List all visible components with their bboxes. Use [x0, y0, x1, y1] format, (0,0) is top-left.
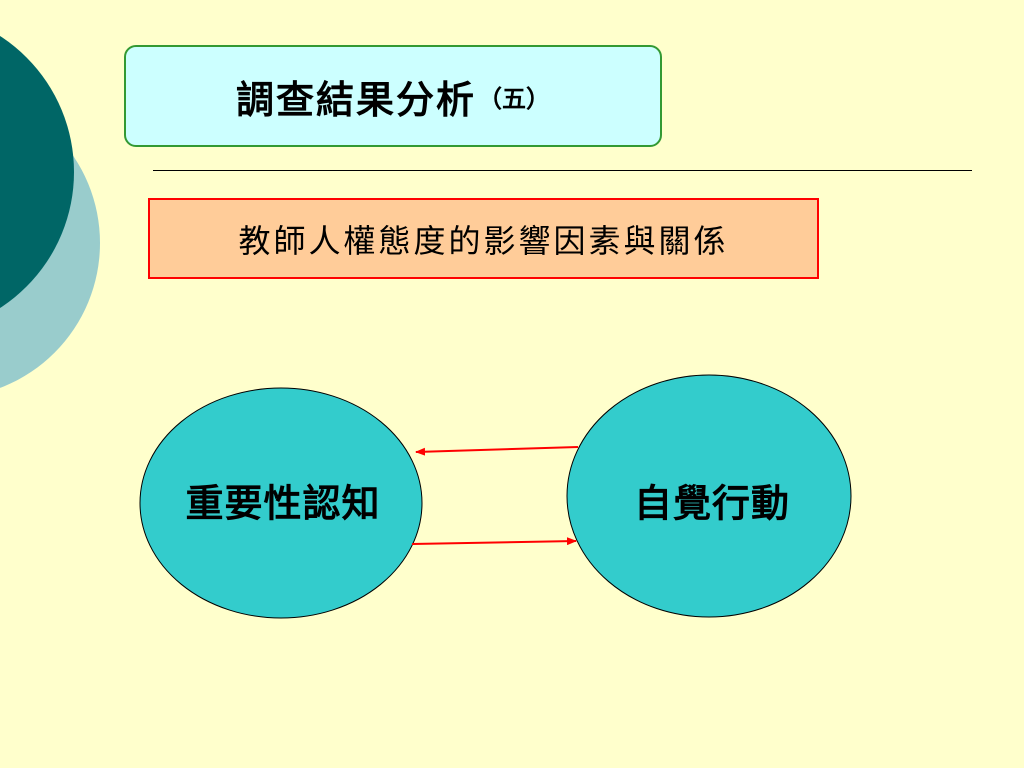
arrow-action-to-cognition	[415, 446, 579, 456]
title-box: 調查結果分析（五）	[124, 45, 662, 147]
node-label-self-awareness-action: 自覺行動	[633, 480, 791, 526]
node-importance-cognition	[139, 387, 423, 619]
decorative-circle-dark	[0, 36, 74, 308]
node-label-importance-cognition: 重要性認知	[185, 480, 381, 526]
slide-subtitle: 教師人權態度的影響因素與關係	[238, 221, 729, 260]
node-self-awareness-action	[566, 374, 852, 618]
subtitle-box: 教師人權態度的影響因素與關係	[148, 198, 819, 279]
arrow-cognition-to-action	[411, 537, 577, 546]
divider-line	[153, 170, 972, 171]
slide-title: 調查結果分析	[235, 76, 476, 122]
slide-title-suffix: （五）	[478, 83, 550, 113]
